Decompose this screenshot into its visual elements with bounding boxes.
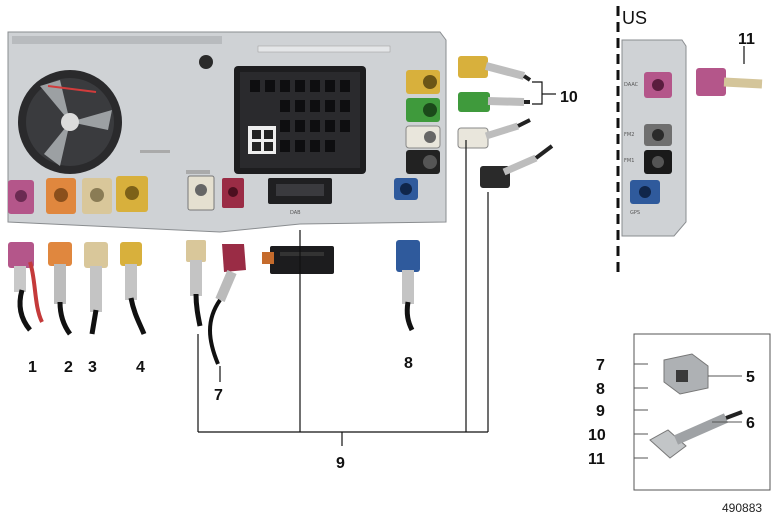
cooling-fan-icon (18, 70, 122, 174)
plug-white-small (186, 240, 206, 327)
gps-label: GPS (630, 210, 640, 216)
plug-housing-icon (663, 353, 709, 395)
angled-plug-green (458, 92, 530, 112)
callout-11: 11 (738, 31, 755, 48)
fm2-label: FM2 (624, 132, 634, 138)
plug-orange (48, 242, 73, 336)
head-unit: DAB (7, 31, 447, 233)
fm1-label: FM1 (624, 158, 634, 164)
legend-7: 7 (596, 357, 605, 374)
callout-2: 2 (64, 359, 73, 376)
us-plug-violet (696, 68, 763, 96)
angled-plug-black (480, 144, 554, 188)
reference-number: 490883 (722, 501, 762, 515)
legend-10: 10 (588, 427, 606, 444)
legend-6: 6 (746, 415, 755, 432)
plug-beige (84, 242, 108, 335)
plug-violet (8, 242, 44, 332)
daac-label: DAAC (624, 82, 639, 88)
housing-socket-row (8, 175, 418, 214)
leader-lines (197, 46, 745, 446)
callout-8: 8 (404, 355, 413, 372)
callout-1: 1 (28, 359, 37, 376)
callout-3: 3 (88, 359, 97, 376)
main-connector (234, 66, 366, 174)
us-antenna-module: US DAAC FM2 FM1 GPS (616, 6, 687, 272)
dab-socket: DAB (268, 178, 332, 216)
plug-blue (396, 240, 420, 332)
callout-10: 10 (560, 89, 578, 106)
detail-box (633, 333, 771, 491)
plug-curry (120, 242, 147, 335)
angled-plug-curry (458, 56, 532, 82)
dab-socket-label: DAB (290, 210, 301, 216)
plug-bordeaux (208, 244, 246, 365)
housing-socket-column (405, 70, 441, 174)
legend-5: 5 (746, 369, 755, 386)
angled-plug-white (457, 118, 531, 149)
callout-4: 4 (136, 359, 145, 376)
legend-9: 9 (596, 403, 605, 420)
legend-8: 8 (596, 381, 605, 398)
callout-9: 9 (336, 455, 345, 472)
callout-7: 7 (214, 387, 223, 404)
legend-11: 11 (588, 451, 605, 468)
region-label: US (622, 8, 647, 28)
dab-plug (262, 246, 334, 274)
